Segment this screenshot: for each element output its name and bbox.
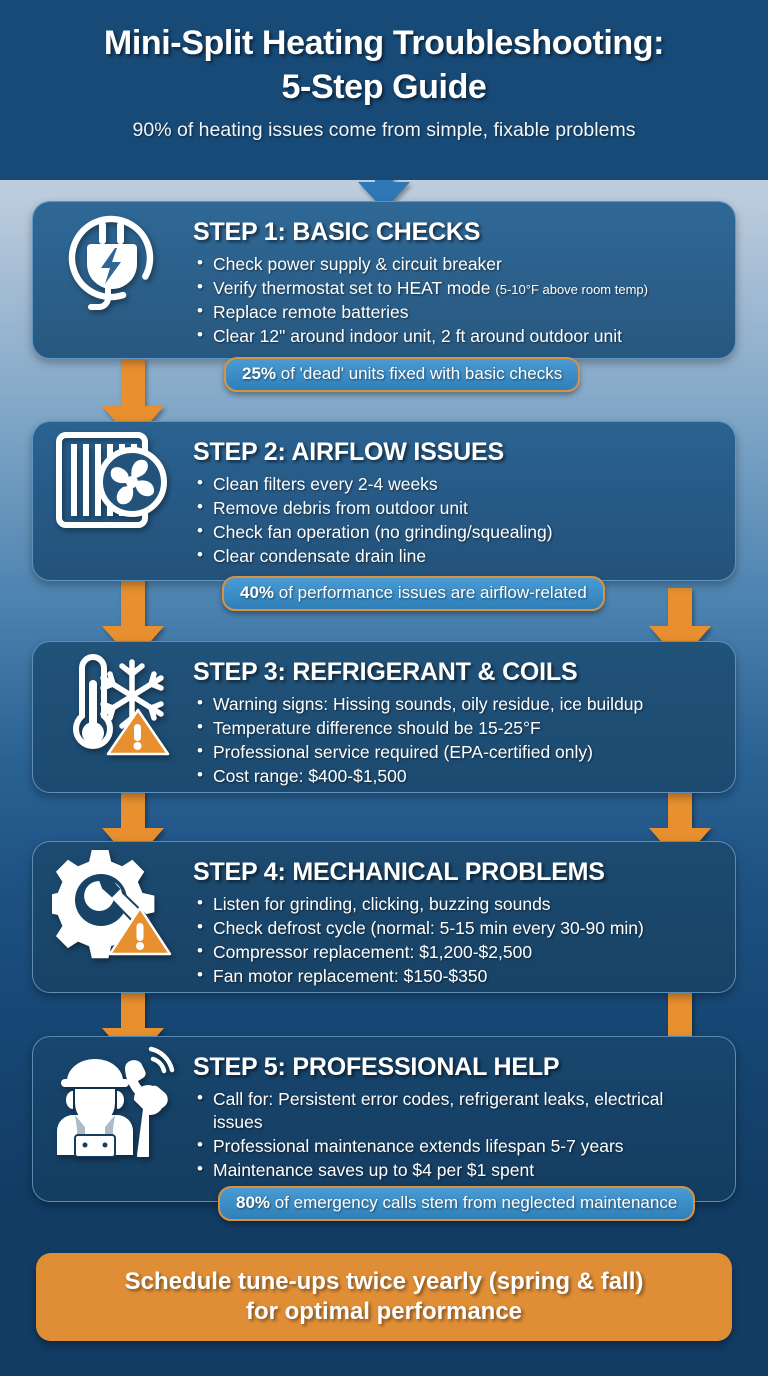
step-2-body: STEP 2: AIRFLOW ISSUES Clean filters eve… [193, 422, 735, 581]
list-item: Remove debris from outdoor unit [193, 496, 717, 520]
step-card-1: STEP 1: BASIC CHECKS Check power supply … [32, 201, 736, 359]
list-item: Compressor replacement: $1,200-$2,500 [193, 940, 717, 964]
step-3-icon-wrap [33, 642, 193, 758]
step-5-stat-badge: 80% of emergency calls stem from neglect… [218, 1186, 696, 1221]
step-5-stat-value: 80% [236, 1193, 271, 1212]
page-title-line-1: Mini-Split Heating Troubleshooting: [103, 24, 665, 62]
power-plug-icon [68, 215, 154, 310]
list-item: Check defrost cycle (normal: 5-15 min ev… [193, 916, 717, 940]
step-2-title: STEP 2: AIRFLOW ISSUES [193, 438, 504, 466]
step-4-bullet-list: Listen for grinding, clicking, buzzing s… [193, 892, 717, 988]
thermostat-note: (5-10°F above room temp) [495, 281, 648, 297]
step-1-stat-text: of 'dead' units fixed with basic checks [276, 364, 563, 383]
list-item: Call for: Persistent error codes, refrig… [193, 1087, 717, 1134]
step-1-title: STEP 1: BASIC CHECKS [193, 218, 481, 246]
step-3-bullet-list: Warning signs: Hissing sounds, oily resi… [193, 692, 717, 788]
step-2-stat-badge: 40% of performance issues are airflow-re… [222, 576, 605, 611]
step-card-2: STEP 2: AIRFLOW ISSUES Clean filters eve… [32, 421, 736, 581]
list-item: Listen for grinding, clicking, buzzing s… [193, 892, 717, 916]
step-2-icon-wrap [33, 422, 193, 530]
step-3-body: STEP 3: REFRIGERANT & COILS Warning sign… [193, 642, 735, 801]
step-5-bullet-list: Call for: Persistent error codes, refrig… [193, 1087, 717, 1182]
list-item: Check power supply & circuit breaker [193, 252, 717, 276]
list-item: Verify thermostat set to HEAT mode (5-10… [193, 276, 717, 300]
air-filter-fan-icon [56, 432, 167, 528]
list-item: Temperature difference should be 15-25°F [193, 716, 717, 740]
header-banner: Mini-Split Heating Troubleshooting: 5-St… [0, 0, 768, 180]
footer-cta-banner: Schedule tune-ups twice yearly (spring &… [36, 1253, 732, 1341]
list-item: Maintenance saves up to $4 per $1 spent [193, 1158, 717, 1182]
step-4-icon-wrap [33, 842, 193, 960]
step-1-bullet-list: Check power supply & circuit breaker Ver… [193, 252, 717, 348]
step-2-stat-value: 40% [240, 583, 275, 602]
list-item: Cost range: $400-$1,500 [193, 764, 717, 788]
gear-wrench-warning-icon [52, 850, 172, 959]
step-5-stat-text: of emergency calls stem from neglected m… [270, 1193, 678, 1212]
step-1-stat-badge: 25% of 'dead' units fixed with basic che… [224, 357, 581, 392]
list-item: Clear 12" around indoor unit, 2 ft aroun… [193, 324, 717, 348]
step-5-title: STEP 5: PROFESSIONAL HELP [193, 1053, 560, 1081]
step-4-title: STEP 4: MECHANICAL PROBLEMS [193, 858, 605, 886]
list-item: Check fan operation (no grinding/squeali… [193, 520, 717, 544]
thermometer-snowflake-warning-icon [73, 654, 170, 756]
step-5-body: STEP 5: PROFESSIONAL HELP Call for: Pers… [193, 1037, 735, 1195]
step-5-icon-wrap [33, 1037, 193, 1157]
footer-cta-text: Schedule tune-ups twice yearly (spring &… [125, 1267, 644, 1328]
step-1-icon-wrap [33, 202, 193, 314]
list-item: Clear condensate drain line [193, 544, 717, 568]
list-item: Clean filters every 2-4 weeks [193, 472, 717, 496]
step-card-5: STEP 5: PROFESSIONAL HELP Call for: Pers… [32, 1036, 736, 1202]
page-title-line-2: 5-Step Guide [281, 67, 487, 106]
step-3-title: STEP 3: REFRIGERANT & COILS [193, 658, 578, 686]
list-item: Warning signs: Hissing sounds, oily resi… [193, 692, 717, 716]
step-2-bullet-list: Clean filters every 2-4 weeks Remove deb… [193, 472, 717, 568]
step-card-4: STEP 4: MECHANICAL PROBLEMS Listen for g… [32, 841, 736, 993]
step-1-body: STEP 1: BASIC CHECKS Check power supply … [193, 202, 735, 361]
step-2-stat-text: of performance issues are airflow-relate… [274, 583, 587, 602]
page-title: Mini-Split Heating Troubleshooting: 5-St… [0, 0, 768, 109]
step-4-body: STEP 4: MECHANICAL PROBLEMS Listen for g… [193, 842, 735, 1001]
technician-phone-wrench-icon [57, 1046, 175, 1157]
header-down-arrow-icon [358, 160, 410, 210]
page-subtitle: 90% of heating issues come from simple, … [132, 119, 636, 142]
step-card-3: STEP 3: REFRIGERANT & COILS Warning sign… [32, 641, 736, 793]
list-item: Fan motor replacement: $150-$350 [193, 964, 717, 988]
list-item: Professional service required (EPA-certi… [193, 740, 717, 764]
list-item: Replace remote batteries [193, 300, 717, 324]
footer-line-2: for optimal performance [245, 1298, 523, 1325]
footer-line-1: Schedule tune-ups twice yearly (spring &… [124, 1267, 644, 1295]
list-item: Professional maintenance extends lifespa… [193, 1134, 717, 1158]
step-1-stat-value: 25% [242, 364, 277, 383]
